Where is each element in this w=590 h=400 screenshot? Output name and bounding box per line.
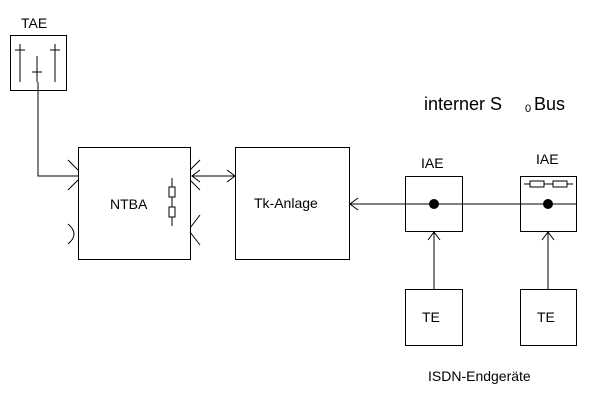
ntba-resistor-icon [168, 178, 176, 226]
iae-right-resistor-icon [524, 180, 573, 188]
iae-right-node [543, 199, 553, 209]
iae-left-label: IAE [421, 155, 444, 171]
te-left-box [405, 289, 463, 346]
te-right-label: TE [537, 309, 555, 325]
s0-bus-line [349, 197, 577, 211]
ntba-tk-arrow [191, 169, 236, 183]
tae-ntba-line [37, 82, 78, 177]
te-left-label: TE [422, 309, 440, 325]
tk-anlage-box [235, 147, 350, 260]
ntba-label: NTBA [110, 196, 148, 212]
bus-title-prefix: interner S [424, 94, 502, 114]
bus-title-subscript: 0 [525, 103, 531, 115]
ntba-box [78, 147, 191, 260]
tk-anlage-label: Tk-Anlage [254, 195, 318, 211]
te-right-box [520, 289, 577, 346]
iae-right-label: IAE [536, 151, 559, 167]
tae-label: TAE [21, 15, 47, 31]
te-left-link [427, 231, 441, 289]
iae-left-node [429, 199, 439, 209]
ntba-connectors [67, 159, 201, 246]
bus-title-suffix: Bus [534, 94, 565, 114]
iae-right-box [520, 176, 577, 232]
endgeraete-label: ISDN-Endgeräte [428, 368, 531, 384]
te-right-link [541, 231, 555, 289]
